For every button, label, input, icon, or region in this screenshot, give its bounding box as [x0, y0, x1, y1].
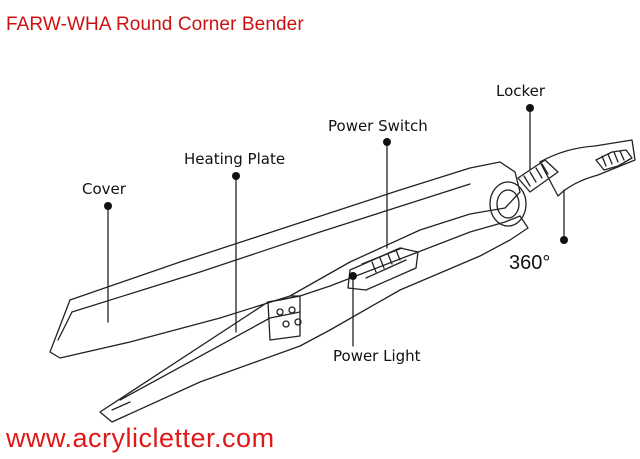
vent-hole	[288, 306, 296, 314]
website-footer: www.acrylicletter.com	[6, 423, 275, 453]
diagram-title: FARW-WHA Round Corner Bender	[6, 14, 304, 35]
swivel-knob	[489, 181, 527, 227]
label-locker: Locker	[496, 82, 546, 100]
vent-hole	[294, 318, 302, 326]
power-switch-slider	[347, 247, 419, 291]
cover-inner-edge	[57, 183, 471, 341]
marker-dot	[104, 202, 112, 210]
marker-dot	[526, 104, 534, 112]
label-heating-plate: Heating Plate	[184, 150, 286, 168]
locker-ring	[517, 159, 559, 193]
marker-dot	[560, 236, 568, 244]
vent-hole	[276, 308, 284, 316]
marker-dot	[383, 138, 391, 146]
label-power-light: Power Light	[333, 347, 421, 365]
heating-plate-arm	[99, 215, 529, 423]
marker-dot	[232, 172, 240, 180]
vent-hole	[282, 320, 290, 328]
cover-arm	[49, 161, 521, 359]
label-rotation: 360°	[509, 252, 551, 274]
label-power-switch: Power Switch	[328, 117, 428, 135]
cord-end	[595, 149, 633, 171]
cord-sleeve	[539, 139, 636, 197]
heating-plate-face	[267, 295, 301, 341]
marker-dot	[349, 272, 357, 280]
label-cover: Cover	[82, 180, 126, 198]
